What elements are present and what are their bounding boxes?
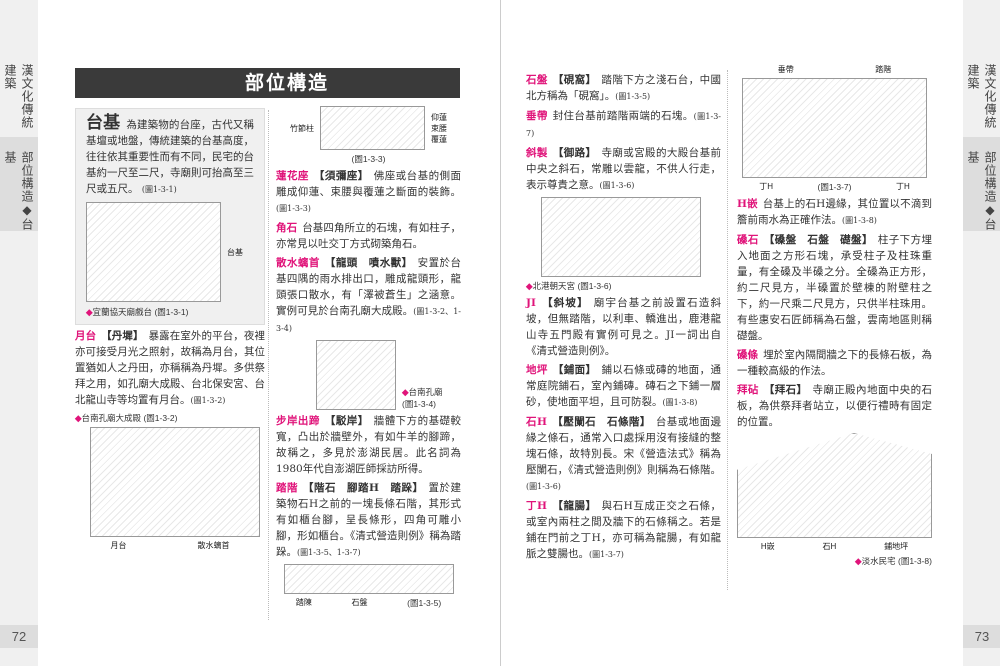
figure-ref: (圖1-3-7)	[817, 182, 852, 192]
entry-ji: JI【斜坡】廟宇台基之前設置石造斜坡，但無踏階，以利車、轎進出，鹿港龍山寺五門殿…	[526, 297, 722, 357]
temple-steps-illustration	[742, 78, 927, 178]
label: 台基	[227, 247, 243, 257]
left-page: 漢文化傳統建築 部位構造◆台基 72 部位構造 台基為建築物的台座，古代又稱基壇…	[0, 0, 462, 666]
label: 束腰	[431, 123, 447, 133]
page-number: 72	[0, 625, 38, 648]
ref: (圖1-3-1)	[141, 185, 177, 194]
entry-lianhuazuo: 蓮花座【須彌座】佛座或台基的側面雕成仰蓮、束腰與覆蓮之斷面的裝飾。(圖1-3-3…	[276, 170, 462, 213]
section-title: 部位構造◆台基	[0, 137, 38, 231]
label: 踏階	[875, 65, 892, 74]
figure-caption: ◆台南孔廟(圖1-3-4)	[402, 387, 443, 409]
entry-sanshui: 散水螭首【龍頭 噴水獸】安置於台基四隅的雨水排出口，雕成龍頭形，龍頭張口散水，有…	[276, 257, 462, 333]
label: 散水螭首	[197, 541, 230, 550]
figure-ref: (圖1-3-5)	[407, 598, 442, 608]
entry-diping: 地坪【鋪面】鋪以石條或磚的地面，通常庭院鋪石，室內鋪磚。磚石之下鋪一層砂，使地面…	[526, 364, 721, 408]
entry-shipan: 石盤【硯窩】踏階下方之淺石台，中國北方稱為「硯窩」。(圖1-3-5)	[526, 74, 721, 102]
page-number: 73	[963, 625, 1000, 648]
entry-chuidai: 垂帶封住台基前踏階兩端的石塊。(圖1-3-7)	[526, 110, 721, 138]
entry-xiezhi: 斜製【御路】寺廟或宮殿的大殿台基前中央之斜石，常雕以雲龍，不供人行走，表示尊貴之…	[526, 147, 721, 191]
left-column: 台基為建築物的台座，古代又稱基壇或地盤，傳統建築的台基高度，往往依其重要性而有不…	[75, 108, 265, 551]
side-tab: 漢文化傳統建築 部位構造◆台基 72	[0, 0, 38, 666]
label: 垂帶	[777, 65, 794, 74]
figure-ref: (圖1-3-3)	[351, 154, 386, 164]
lotus-base-illustration	[320, 106, 425, 150]
intro-term: 台基	[86, 113, 121, 133]
step-stone-illustration	[284, 564, 454, 594]
label: 石盤	[351, 598, 368, 607]
label: H嵌	[760, 542, 775, 551]
entry-sangtiao: 磉條埋於室內隔間牆之下的長條石板，為一種較高級的作法。	[737, 349, 933, 377]
book-title: 漢文化傳統建築	[966, 64, 997, 129]
figure-caption: ◆宜蘭協天廟戲台 (圖1-3-1)	[86, 307, 189, 317]
entry-buan: 步岸出蹄【駁岸】牆體下方的基礎較寬，凸出於牆壁外，有如牛羊的腳蹄，故稱之，多見於…	[276, 415, 462, 475]
column-divider	[727, 70, 728, 590]
side-tab: 漢文化傳統建築 部位構造◆台基 73	[963, 0, 1000, 666]
label: 丁H	[895, 182, 910, 191]
label: 覆蓮	[431, 134, 447, 144]
section-title: 部位構造◆台基	[963, 137, 1000, 231]
label: 月台	[110, 541, 127, 550]
dragon-slab-illustration	[541, 197, 701, 277]
right-page: 漢文化傳統建築 部位構造◆台基 73 石盤【硯窩】踏階下方之淺石台，中國北方稱為…	[500, 0, 1000, 666]
figure-caption: ◆北港朝天宮 (圖1-3-6)	[526, 281, 612, 291]
intro-box: 台基為建築物的台座，古代又稱基壇或地盤，傳統建築的台基高度，往往依其重要性而有不…	[75, 108, 265, 325]
figure-caption: ◆淡水民宅 (圖1-3-8)	[855, 556, 932, 566]
book-title: 漢文化傳統建築	[3, 64, 34, 129]
label: 鋪地坪	[884, 542, 909, 551]
entry-shih: 石H【壓闌石 石條階】台基或地面邊緣之條石，通常入口處採用沒有接縫的整塊石條，故…	[526, 416, 722, 491]
figure-caption: ◆台南孔廟大成殿 (圖1-3-2)	[75, 413, 178, 423]
right-column-1: 石盤【硯窩】踏階下方之淺石台，中國北方稱為「硯窩」。(圖1-3-5) 垂帶封住台…	[526, 72, 721, 563]
label: 石H	[822, 542, 837, 551]
label: 仰蓮	[431, 112, 447, 122]
label: 丁H	[759, 182, 774, 191]
entry-sangshi: 磉石【磉盤 石盤 礎盤】柱子下方埋入地面之方形石塊，承受柱子及柱珠重量，有全磉及…	[737, 234, 932, 342]
column-divider	[268, 110, 269, 620]
middle-column: 竹節柱 仰蓮 束腰 覆蓮 (圖1-3-3) 蓮花座【須彌座】佛座或台基的側面雕成…	[276, 106, 461, 609]
confucius-temple-illustration	[90, 427, 260, 537]
entry-tajie: 踏階【階石 腳踏H 踏跺】置於建築物石H之前的一塊長條石階，其形式有如櫃台腳，呈…	[276, 482, 462, 558]
label: 踏陳	[295, 598, 312, 607]
entry-yuetai: 月台【丹墀】暴露在室外的平台，夜裡亦可接受月光之照射，故稱為月台，其位置猶如人之…	[75, 330, 265, 406]
right-column-2: 垂帶 踏階 丁H (圖1-3-7) 丁H H嵌台基上的石H邊緣，其位置以不滴到簷…	[737, 64, 932, 567]
entry-baizhen: 拜砧【拜石】寺廟正殿內地面中央的石板，為供祭拜者站立，以便行禮時有固定的位置。	[737, 384, 932, 428]
intro-text: 為建築物的台座，古代又稱基壇或地盤，傳統建築的台基高度，往往依其重要性而有不同，…	[86, 119, 255, 195]
label: 竹節柱	[290, 123, 314, 133]
entry-hqian: H嵌台基上的石H邊緣，其位置以不滴到簷前雨水為正確作法。(圖1-3-8)	[737, 198, 932, 226]
page-title: 部位構造	[75, 68, 460, 98]
tamsui-house-illustration	[737, 433, 932, 538]
entry-dingh: 丁H【龍腸】與石H互成正交之石條，或室內兩柱之間及牆下的石條稱之。若是鋪在門前之…	[526, 500, 722, 560]
temple-stage-illustration	[86, 202, 221, 302]
dragon-spout-illustration	[316, 340, 396, 410]
entry-jiaoshi: 角石台基四角所立的石塊，有如柱子，亦常見以吐交丁方式砌築角石。	[276, 222, 461, 250]
